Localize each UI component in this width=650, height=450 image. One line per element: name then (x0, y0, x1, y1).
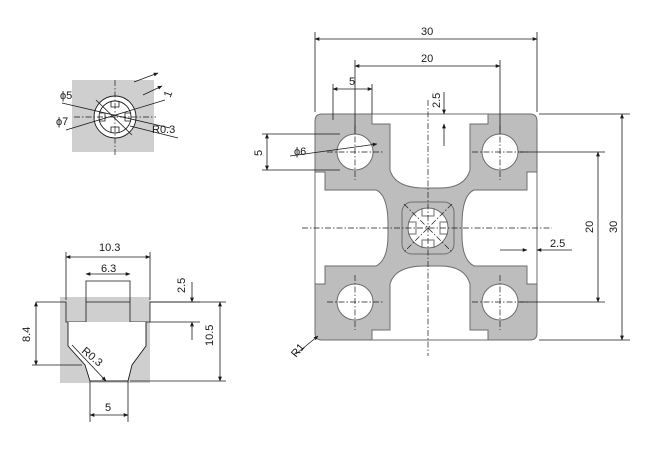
core-slot-arrow-1 (133, 72, 159, 83)
slot-detail: 10.3 6.3 2.5 8.4 10.5 R0.3 5 (21, 242, 226, 422)
slot-neck (85, 280, 131, 302)
core-detail: ϕ5 ϕ7 1 R0.3 (56, 72, 179, 156)
profile-wall-side-label: 2.5 (550, 238, 565, 250)
core-outer-dia-label: ϕ5 (60, 90, 72, 102)
slot-depth-left-label: 8.4 (21, 327, 33, 342)
profile-height-label: 30 (608, 221, 620, 233)
profile-hole-dia-label: ϕ6 (294, 146, 306, 158)
core-radius-leader (129, 125, 179, 139)
core-radius-label: R0.3 (152, 124, 175, 136)
profile-slot-spacing-label: 20 (421, 53, 433, 65)
core-leader-3 (95, 99, 133, 136)
slot-radius-leader (71, 344, 107, 382)
core-leader-1 (61, 102, 171, 129)
bottom-slot (371, 265, 489, 341)
slot-depth-right-label: 10.5 (204, 325, 216, 346)
main-profile: 30 20 5 2.5 5 ϕ6 20 30 (253, 26, 630, 360)
core-slot-arrow-2 (142, 85, 163, 96)
top-slot (371, 113, 489, 189)
core-leader-2 (65, 99, 166, 131)
hole-dia-leader (289, 142, 378, 157)
profile-height-inner-label: 20 (584, 221, 596, 233)
slot-lip-label: 2.5 (176, 278, 188, 293)
corner-radius-leader (295, 335, 319, 355)
slot-opening-inner-label: 6.3 (101, 263, 116, 275)
core-slot-label: 1 (162, 89, 175, 99)
slot-opening-outline (36, 301, 180, 323)
slot-body (67, 322, 147, 382)
profile-width-label: 30 (421, 26, 433, 38)
slot-opening-outer-label: 10.3 (99, 242, 120, 254)
slot-bottom-label: 5 (105, 402, 111, 414)
profile-slot-width-label: 5 (349, 76, 355, 88)
profile-wall-top-label: 2.5 (431, 93, 443, 108)
profile-hole-offset-label: 5 (253, 150, 265, 156)
profile-corner-radius-label: R1 (289, 341, 307, 359)
core-inner-dia-label: ϕ7 (56, 116, 68, 128)
